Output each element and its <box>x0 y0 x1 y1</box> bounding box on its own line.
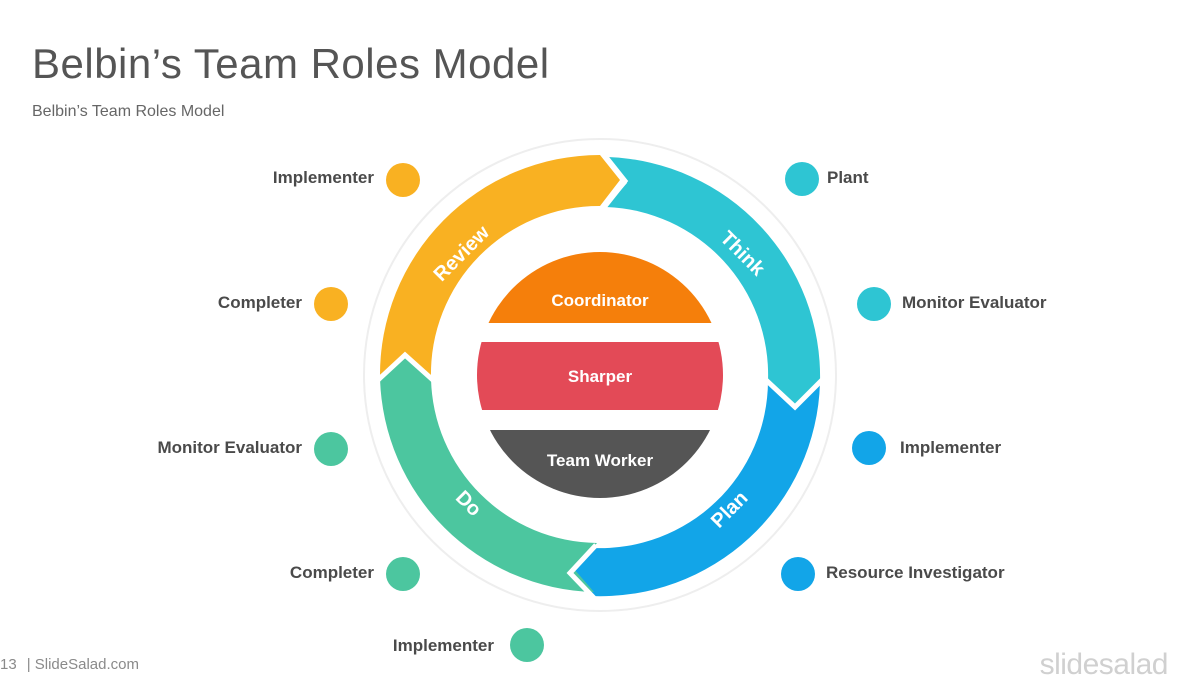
brand-logo: slidesalad <box>1039 648 1169 681</box>
segment-plan <box>570 381 820 597</box>
role-right-2-label: Monitor Evaluator <box>902 293 1047 312</box>
role-left-1-dot <box>386 163 420 197</box>
role-left-1-label: Implementer <box>272 168 374 187</box>
gap-plan-do <box>566 543 598 600</box>
role-left-5-label: Implementer <box>392 636 494 655</box>
role-left-4-dot <box>386 557 420 591</box>
role-right-3-dot <box>852 431 886 465</box>
label-coordinator: Coordinator <box>551 291 649 310</box>
role-left-3-label: Monitor Evaluator <box>157 438 302 457</box>
label-team-worker: Team Worker <box>547 451 654 470</box>
label-sharper: Sharper <box>568 367 633 386</box>
gap-think-plan <box>764 378 824 411</box>
role-right-1-label: Plant <box>827 168 869 187</box>
role-left-2-dot <box>314 287 348 321</box>
role-left-4-label: Completer <box>289 563 374 582</box>
role-right-3-label: Implementer <box>900 438 1002 457</box>
page-title: Belbin’s Team Roles Model <box>32 40 550 87</box>
role-left-2-label: Completer <box>217 293 302 312</box>
page-subtitle: Belbin’s Team Roles Model <box>32 103 225 120</box>
role-right-2-dot <box>857 287 891 321</box>
role-right-1-dot <box>785 162 819 196</box>
page-number: 13 <box>0 656 17 673</box>
segment-do <box>380 357 597 592</box>
role-left-5-dot <box>510 628 544 662</box>
role-right-4-label: Resource Investigator <box>826 563 1005 582</box>
segment-think <box>606 157 821 405</box>
gap-review-think <box>600 150 629 212</box>
sharper-band <box>477 342 723 410</box>
gap-do-review <box>376 351 436 383</box>
role-left-3-dot <box>314 432 348 466</box>
footer: 13 | SlideSalad.com <box>0 656 139 673</box>
role-right-4-dot <box>781 557 815 591</box>
footer-site: | SlideSalad.com <box>26 656 139 673</box>
